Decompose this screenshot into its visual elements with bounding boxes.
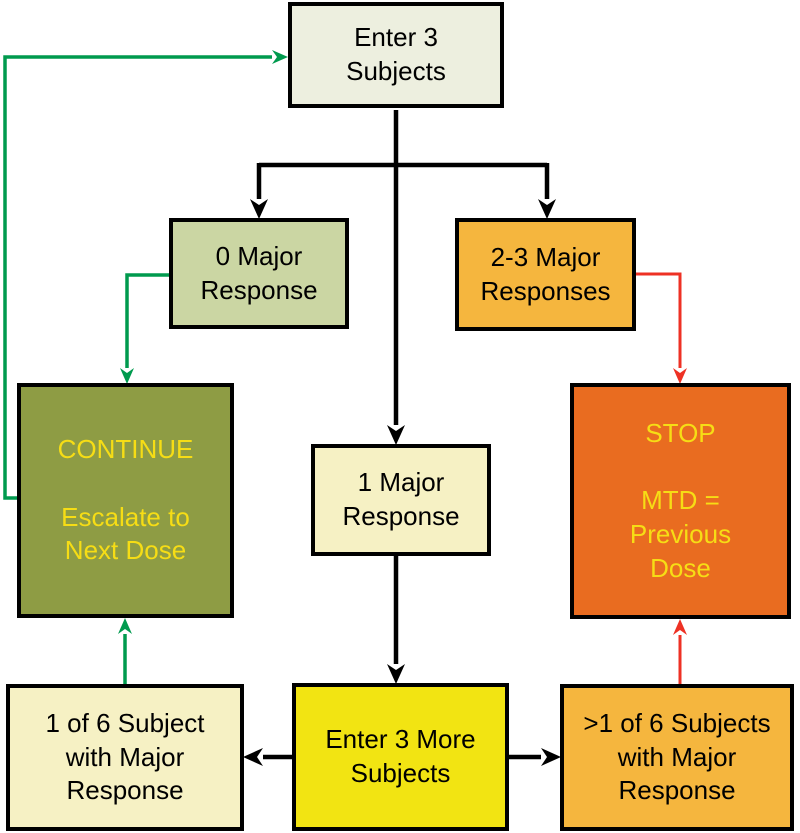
node-1-major-response: 1 Major Response bbox=[311, 444, 491, 556]
node-0-major-response: 0 Major Response bbox=[169, 218, 349, 329]
node-enter-3-subjects: Enter 3 Subjects bbox=[288, 2, 504, 108]
node-2-3-major-responses: 2-3 Major Responses bbox=[455, 218, 636, 331]
node-continue-escalate: CONTINUE Escalate to Next Dose bbox=[17, 383, 234, 618]
arrow-23major-to-stop bbox=[634, 272, 687, 384]
node-stop-mtd: STOP MTD = Previous Dose bbox=[570, 383, 791, 619]
node-gt-1-of-6-subjects: >1 of 6 Subjects with Major Response bbox=[560, 684, 794, 831]
node-1-of-6-subject: 1 of 6 Subject with Major Response bbox=[6, 684, 244, 831]
arrow-0major-to-continue bbox=[120, 273, 170, 384]
node-enter-3-more-subjects: Enter 3 More Subjects bbox=[292, 683, 509, 831]
arrow-continue-to-enter3 bbox=[3, 50, 288, 500]
